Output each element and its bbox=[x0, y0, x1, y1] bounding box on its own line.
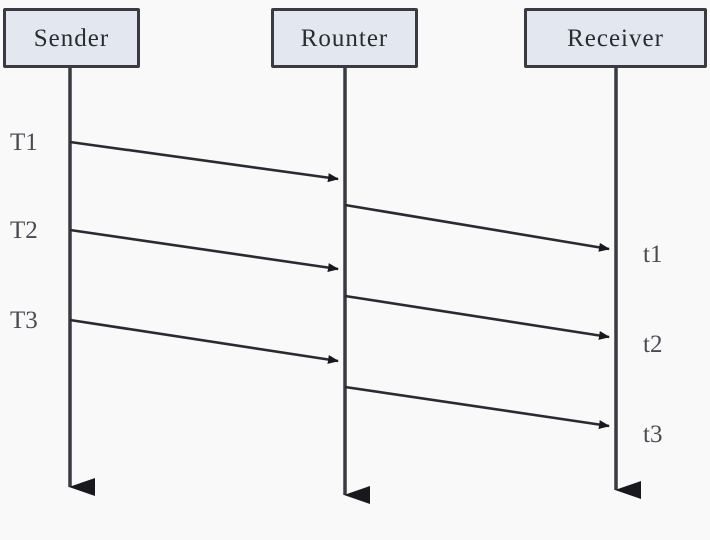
message-arrow-sender-to-router-2 bbox=[69, 228, 339, 273]
actor-label-sender: Sender bbox=[33, 24, 110, 52]
message-arrow-sender-to-router-1 bbox=[69, 140, 339, 183]
message-arrow-router-to-receiver-3 bbox=[344, 385, 610, 429]
message-arrow-sender-to-router-3 bbox=[69, 318, 339, 364]
receive-time-label-t3-lower: t3 bbox=[643, 421, 663, 448]
send-time-label-t3-upper: T3 bbox=[10, 307, 38, 334]
actor-label-router: Rounter bbox=[300, 24, 389, 52]
message-arrows bbox=[69, 140, 610, 429]
send-time-label-t1-upper: T1 bbox=[10, 129, 38, 156]
lifelines bbox=[68, 68, 641, 504]
actor-label-receiver: Receiver bbox=[567, 24, 664, 52]
actor-box-sender[interactable]: Sender bbox=[3, 8, 140, 68]
message-arrow-router-to-receiver-1 bbox=[344, 203, 610, 252]
receive-time-label-t2-lower: t2 bbox=[643, 331, 663, 358]
actor-box-receiver[interactable]: Receiver bbox=[524, 8, 707, 68]
send-time-label-t2-upper: T2 bbox=[10, 217, 38, 244]
message-arrow-router-to-receiver-2 bbox=[344, 294, 610, 340]
receive-time-label-t1-lower: t1 bbox=[643, 241, 663, 268]
actor-box-router[interactable]: Rounter bbox=[271, 8, 418, 68]
